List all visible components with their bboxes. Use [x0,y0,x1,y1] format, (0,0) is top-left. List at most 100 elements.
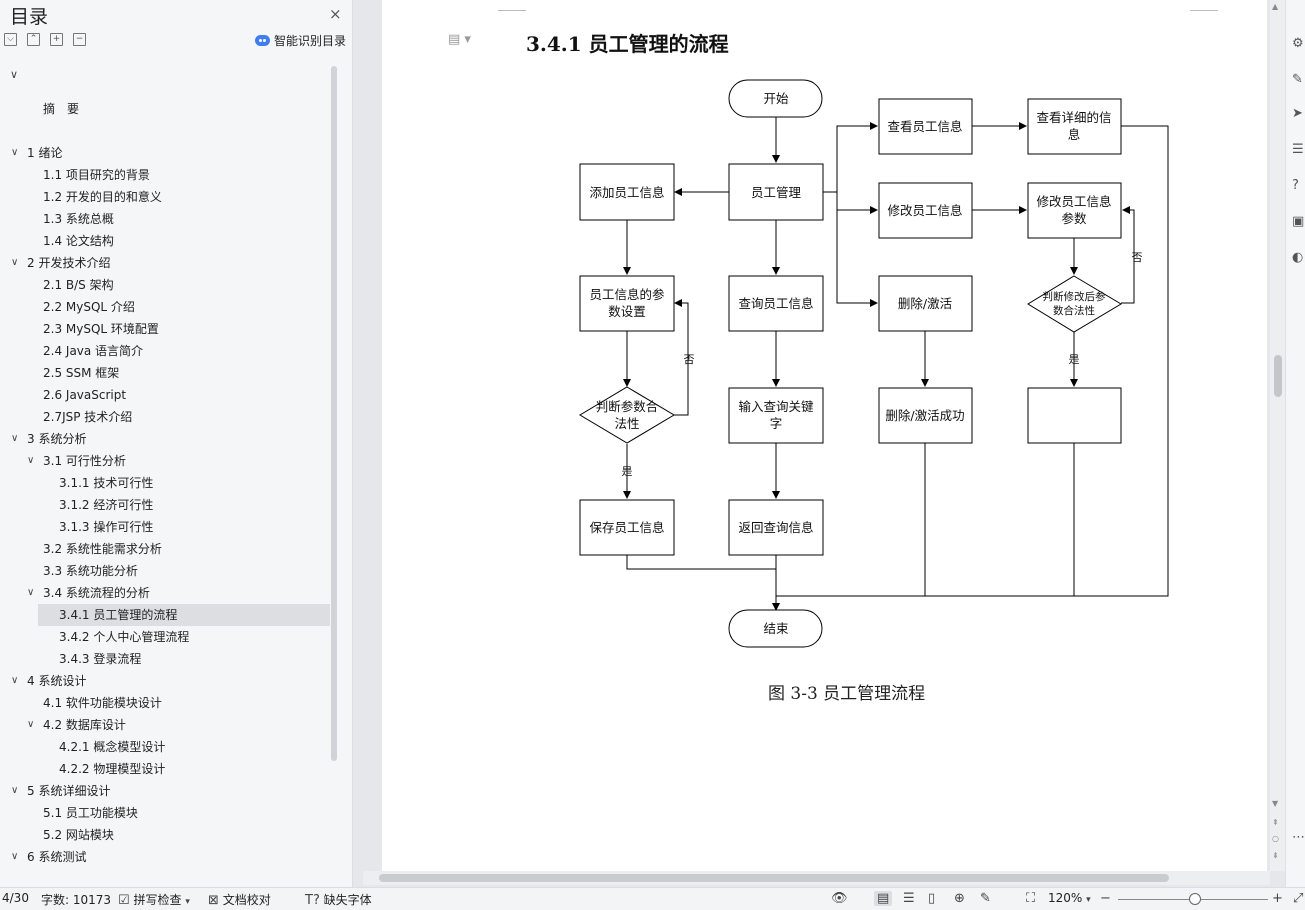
toc-item[interactable]: 3.4.1 员工管理的流程 [38,604,330,626]
scroll-up-icon[interactable]: ▲ [1272,2,1279,11]
toc-item[interactable]: ∨3.4 系统流程的分析 [0,582,330,604]
toc-item[interactable]: ∨4.2 数据库设计 [0,714,330,736]
page-indicator[interactable]: 4/30 [2,891,29,905]
toc-item[interactable]: 2.3 MySQL 环境配置 [0,318,330,340]
reading-view-icon[interactable]: ▯ [928,891,936,906]
toc-item[interactable]: 摘 要 [0,98,330,120]
select-icon[interactable]: ➤ [1292,106,1303,121]
toc-item[interactable]: 3.3 系统功能分析 [0,560,330,582]
toc-item[interactable]: 4.2.1 概念模型设计 [0,736,330,758]
toc-item[interactable]: 1.1 项目研究的背景 [0,164,330,186]
next-page-icon[interactable]: ⇟ [1272,851,1279,860]
settings-icon[interactable]: ☰ [1292,142,1304,157]
zoom-out-icon[interactable]: − [1100,891,1111,906]
proofread-button[interactable]: ⊠ 文档校对 [208,891,271,908]
checkbox-icon: ☑ [118,893,130,908]
toc-item[interactable]: ∨3 系统分析 [0,428,330,450]
smart-toc-button[interactable]: 智能识别目录 [255,32,346,49]
toc-item-label: 2 开发技术介绍 [27,256,111,270]
toc-item-label: 5.2 网站模块 [43,828,114,842]
toc-item[interactable]: 3.1.1 技术可行性 [0,472,330,494]
toc-item[interactable]: 4.1 软件功能模块设计 [0,692,330,714]
chevron-down-icon[interactable]: ∨ [11,257,19,268]
web-view-icon[interactable]: ⊕ [954,891,965,906]
prev-page-icon[interactable]: ⇞ [1272,818,1279,827]
vertical-scroll-thumb[interactable] [1274,355,1282,397]
missing-font-button[interactable]: T? 缺失字体 [305,891,372,908]
flow-judge2 [1027,275,1122,333]
horizontal-scroll-thumb[interactable] [379,874,1169,882]
toc-scrollbar[interactable] [331,66,337,761]
chevron-down-icon[interactable]: ∨ [27,587,35,598]
chevron-down-icon[interactable]: ∨ [27,719,35,730]
toc-item[interactable]: ∨3.1 可行性分析 [0,450,330,472]
toc-item[interactable]: 5.1 员工功能模块 [0,802,330,824]
link-icon[interactable]: ◐ [1292,250,1304,265]
toc-item[interactable]: ∨4 系统设计 [0,670,330,692]
close-icon[interactable]: × [329,5,342,23]
fit-page-icon[interactable]: ⛶ [1026,891,1036,906]
edit-icon[interactable]: ✎ [1292,72,1303,87]
collapse-all-button[interactable]: ⌵ [4,33,17,46]
chevron-down-icon[interactable]: ∨ [10,68,19,81]
zoom-slider-handle[interactable] [1189,893,1201,905]
remove-level-button[interactable]: − [73,33,86,46]
eye-protection-icon[interactable]: 👁 [831,891,848,906]
scroll-down-icon[interactable]: ▼ [1272,799,1279,808]
toc-item[interactable]: 3.4.2 个人中心管理流程 [0,626,330,648]
toc-item[interactable]: 2.6 JavaScript [0,384,330,406]
toc-item[interactable]: 1.4 论文结构 [0,230,330,252]
chevron-down-icon[interactable]: ∨ [27,455,35,466]
toc-item-label: 1.1 项目研究的背景 [43,168,150,182]
flow-edit-param-label: 参数 [1061,211,1087,226]
image-icon[interactable]: ▣ [1292,214,1305,229]
chevron-down-icon[interactable]: ∨ [11,785,19,796]
help-icon[interactable]: ? [1292,178,1299,193]
zoom-in-icon[interactable]: + [1272,891,1283,906]
toc-item[interactable]: ∨ 2 开发技术介绍 [0,252,330,274]
toc-item[interactable]: 2.1 B/S 架构 [0,274,330,296]
zoom-level[interactable]: 120% ▾ [1048,891,1091,905]
flow-edit-label: 修改员工信息 [887,203,962,218]
vertical-scrollbar[interactable]: ▲ ▼ ⇞ ○ ⇟ [1270,0,1285,871]
outline-view-icon[interactable]: ☰ [903,891,915,906]
document-icon[interactable]: ▤ ▾ [448,32,471,47]
toc-item[interactable]: 2.7JSP 技术介绍 [0,406,330,428]
toc-item[interactable]: 2.5 SSM 框架 [0,362,330,384]
toc-item[interactable]: 4.2.2 物理模型设计 [0,758,330,780]
toc-item[interactable]: 3.1.3 操作可行性 [0,516,330,538]
toc-item[interactable]: 5.2 网站模块 [0,824,330,846]
toc-item[interactable]: ∨6 系统测试 [0,846,330,868]
toc-item[interactable]: 2.4 Java 语言简介 [0,340,330,362]
flow-save-left-label: 保存员工信息 [589,520,664,535]
style-icon[interactable]: ⚙ [1292,36,1304,51]
fullscreen-icon[interactable]: ⤢ [1293,891,1304,906]
chevron-down-icon[interactable]: ∨ [11,675,19,686]
toc-item[interactable]: 3.2 系统性能需求分析 [0,538,330,560]
toc-item[interactable]: 3.4.3 登录流程 [0,648,330,670]
flow-judge-label: 判断参数合 [596,399,659,414]
more-icon[interactable]: ⋯ [1292,830,1305,845]
page-dot-icon[interactable]: ○ [1272,834,1279,843]
toc-item[interactable]: 1.3 系统总概 [0,208,330,230]
horizontal-scrollbar[interactable] [363,871,1270,885]
expand-all-button[interactable]: ⌃ [27,33,40,46]
toc-item[interactable]: ∨5 系统详细设计 [0,780,330,802]
write-view-icon[interactable]: ✎ [980,891,991,906]
word-count[interactable]: 字数: 10173 [41,893,112,907]
toc-item[interactable]: 2.2 MySQL 介绍 [0,296,330,318]
toc-item[interactable]: 1.2 开发的目的和意义 [0,186,330,208]
flow-delete-label: 删除/激活 [898,296,952,311]
chevron-down-icon[interactable]: ∨ [11,851,19,862]
chevron-down-icon[interactable]: ∨ [11,433,19,444]
toc-item-label: 2.4 Java 语言简介 [43,344,144,358]
add-level-button[interactable]: + [50,33,63,46]
figure-caption: 图 3-3 员工管理流程 [768,684,926,704]
toc-item[interactable]: 3.1.2 经济可行性 [0,494,330,516]
flow-edit-param-label: 修改员工信息 [1036,194,1111,209]
page-view-icon[interactable]: ▤ [874,891,893,906]
toc-item[interactable]: ∨1 绪论 [0,142,330,164]
spell-check-button[interactable]: ☑ 拼写检查 ▾ [118,891,190,908]
chevron-down-icon[interactable]: ∨ [11,147,19,158]
